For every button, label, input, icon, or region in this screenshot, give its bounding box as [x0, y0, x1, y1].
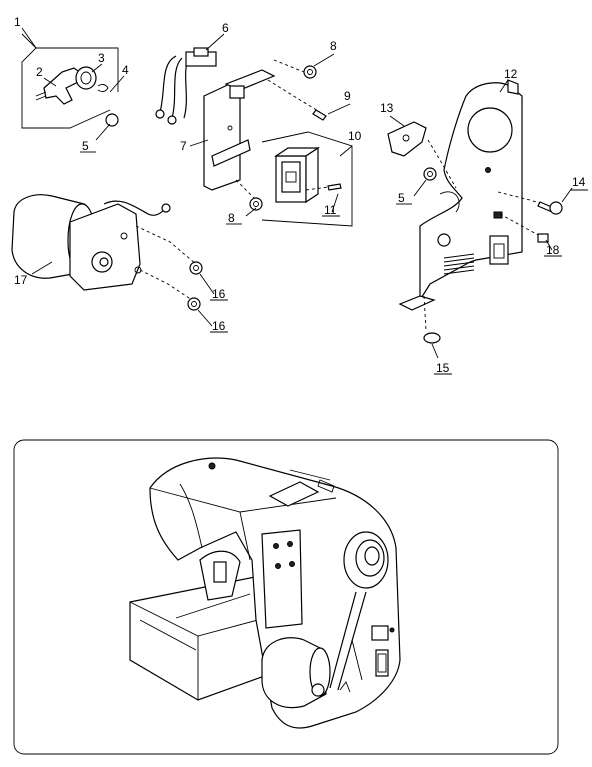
callout-leaders	[21, 27, 573, 359]
callout-15: 15	[436, 361, 450, 375]
callout-4: 4	[122, 63, 129, 77]
side-panel-assembly	[387, 79, 563, 344]
callout-17: 17	[14, 273, 28, 287]
switch-bracket-assembly	[155, 47, 353, 227]
callout-7: 7	[180, 139, 187, 153]
callout-8: 8	[330, 39, 337, 53]
callout-1: 1	[14, 15, 21, 29]
callout-9: 9	[344, 89, 351, 103]
callout-18: 18	[546, 243, 560, 257]
callout-12: 12	[504, 67, 518, 81]
sewing-machine-overview	[13, 439, 559, 755]
callout-3: 3	[98, 51, 105, 65]
bobbin-winder-assembly	[21, 33, 119, 129]
callout-5: 5	[82, 139, 89, 153]
callout-11: 11	[324, 203, 337, 217]
callout-13: 13	[380, 101, 394, 115]
motor-assembly	[11, 194, 203, 311]
callout-2: 2	[36, 65, 43, 79]
callout-14: 14	[572, 175, 586, 189]
callout-16: 16	[212, 287, 226, 301]
callout-labels: 1 2 3 4 5 5 6 7 8 8 9 10 11 12 13 14 15 …	[14, 15, 588, 375]
callout-6: 6	[222, 21, 229, 35]
callout-16-secondary: 16	[212, 319, 226, 333]
callout-10: 10	[348, 129, 362, 143]
callout-5-secondary: 5	[398, 191, 405, 205]
callout-8-secondary: 8	[228, 211, 235, 225]
